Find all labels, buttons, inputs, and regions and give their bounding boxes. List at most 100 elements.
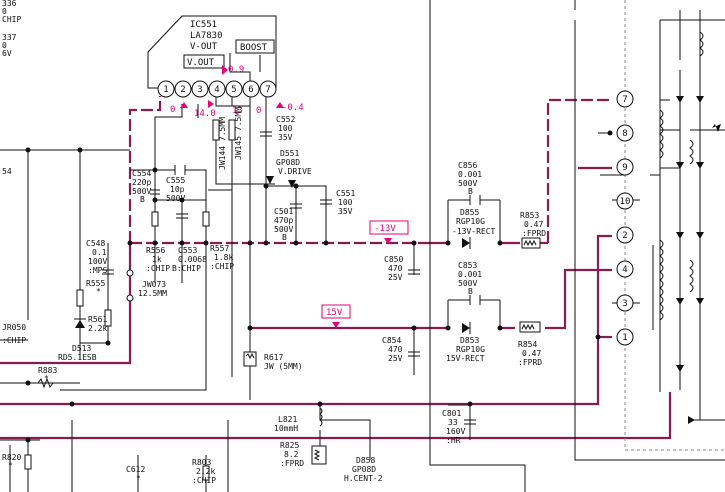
svg-text::FPRD: :FPRD <box>280 459 304 468</box>
junctions <box>25 130 613 443</box>
svg-text:4: 4 <box>214 85 219 95</box>
svg-text:R556: R556 <box>146 246 165 255</box>
svg-text:L821: L821 <box>278 415 297 424</box>
svg-text:15V-RECT: 15V-RECT <box>446 354 485 363</box>
svg-text:336: 336 <box>2 0 17 8</box>
pin-label: 9 <box>622 163 627 173</box>
svg-text:100: 100 <box>278 124 293 133</box>
ic-ref: IC551 <box>190 20 217 30</box>
voltage-readings: 0.9 0 14.0 13 0 -0.4 <box>170 65 304 119</box>
svg-text:B:CHIP: B:CHIP <box>172 264 201 273</box>
vout-label: V.OUT <box>187 58 215 68</box>
pin-label: 1 <box>622 333 627 343</box>
svg-text:25V: 25V <box>388 273 403 282</box>
svg-text:7: 7 <box>265 85 270 95</box>
svg-text:2.2k: 2.2k <box>196 467 215 476</box>
svg-text:54: 54 <box>2 167 12 176</box>
svg-text:470p: 470p <box>274 216 293 225</box>
svg-text:C554: C554 <box>132 169 151 178</box>
pin-label: 10 <box>620 197 631 207</box>
svg-text:0: 0 <box>256 106 261 116</box>
svg-text:C853: C853 <box>458 261 477 270</box>
svg-text:1.8k: 1.8k <box>214 253 233 262</box>
svg-text::CHIP: :CHIP <box>2 336 26 345</box>
svg-text:500V: 500V <box>166 194 185 203</box>
svg-text:220p: 220p <box>132 178 151 187</box>
svg-text:160V: 160V <box>446 427 465 436</box>
svg-text:C553: C553 <box>178 246 197 255</box>
svg-text:6: 6 <box>248 85 253 95</box>
svg-text:C552: C552 <box>276 115 295 124</box>
fbt-block <box>600 0 725 451</box>
svg-text:R803: R803 <box>192 458 211 467</box>
svg-text:GP08D: GP08D <box>352 465 376 474</box>
svg-text:D551: D551 <box>280 149 299 158</box>
svg-text:R853: R853 <box>520 211 539 220</box>
svg-text:0: 0 <box>2 7 7 16</box>
svg-text:C801: C801 <box>442 409 461 418</box>
svg-text:3: 3 <box>197 85 202 95</box>
svg-text:500V: 500V <box>132 187 151 196</box>
svg-text:470: 470 <box>388 345 403 354</box>
svg-text:0: 0 <box>2 41 7 50</box>
svg-text:JW145 7.5MM: JW145 7.5MM <box>234 107 243 160</box>
svg-text:C548: C548 <box>86 239 105 248</box>
pin-label: 2 <box>622 231 627 241</box>
svg-text:470: 470 <box>388 264 403 273</box>
svg-text:10p: 10p <box>170 185 185 194</box>
svg-text:337: 337 <box>2 33 17 42</box>
rail-15v-label: 15V <box>326 308 343 318</box>
winding-coils <box>652 31 704 330</box>
svg-text:8.2: 8.2 <box>284 450 299 459</box>
svg-text:0.47: 0.47 <box>524 220 543 229</box>
boost-label: BOOST <box>240 43 268 53</box>
svg-text:R854: R854 <box>518 340 537 349</box>
ic-part: LA7830 <box>190 31 223 41</box>
svg-text:B: B <box>140 195 145 204</box>
fbt-diodes <box>676 96 725 424</box>
ic-func: V-OUT <box>190 42 218 52</box>
svg-text:R617: R617 <box>264 353 283 362</box>
svg-text:0: 0 <box>170 105 175 115</box>
svg-text:100: 100 <box>338 198 353 207</box>
svg-text:0.001: 0.001 <box>458 170 482 179</box>
ic-pins: 1 2 3 4 5 6 7 <box>157 80 277 98</box>
rail-labels: -13V 15V <box>321 220 409 328</box>
svg-text::MPS: :MPS <box>88 266 107 275</box>
svg-text:500V: 500V <box>274 225 293 234</box>
svg-text:-0.4: -0.4 <box>282 103 304 113</box>
svg-text:JR050: JR050 <box>2 323 26 332</box>
svg-text:500V: 500V <box>458 279 477 288</box>
svg-text:H.CENT-2: H.CENT-2 <box>344 474 383 483</box>
svg-text:500V: 500V <box>458 179 477 188</box>
svg-text:1k: 1k <box>152 255 162 264</box>
svg-text:R555: R555 <box>86 279 105 288</box>
svg-text:35V: 35V <box>278 133 293 142</box>
svg-text:0.0068: 0.0068 <box>178 255 207 264</box>
pin-label: 4 <box>622 265 627 275</box>
svg-text:35V: 35V <box>338 207 353 216</box>
svg-text::FPRD: :FPRD <box>518 358 542 367</box>
svg-text:B: B <box>282 233 287 242</box>
svg-text:B: B <box>468 187 473 196</box>
svg-text:C854: C854 <box>382 336 401 345</box>
svg-text:*: * <box>8 461 13 470</box>
svg-text:JW144 7.5MM: JW144 7.5MM <box>218 117 227 170</box>
component-labels: C552 100 35V D551 GP08D V.DRIVE C551 100… <box>2 0 546 485</box>
svg-text:JW073: JW073 <box>142 280 166 289</box>
svg-text:C850: C850 <box>384 255 403 264</box>
svg-text::FPRD: :FPRD <box>522 229 546 238</box>
svg-text::CHIP: :CHIP <box>146 264 170 273</box>
svg-text:*: * <box>96 287 101 296</box>
svg-text:RGP10G: RGP10G <box>456 217 485 226</box>
svg-text:33: 33 <box>448 418 458 427</box>
svg-text:12.5MM: 12.5MM <box>138 289 167 298</box>
svg-text::HR: :HR <box>446 436 461 445</box>
svg-text:0.001: 0.001 <box>458 270 482 279</box>
svg-text:6V: 6V <box>2 49 12 58</box>
svg-text::CHIP: :CHIP <box>210 262 234 271</box>
svg-text:0.47: 0.47 <box>522 349 541 358</box>
svg-text:100V: 100V <box>88 257 107 266</box>
svg-text:1: 1 <box>163 85 168 95</box>
